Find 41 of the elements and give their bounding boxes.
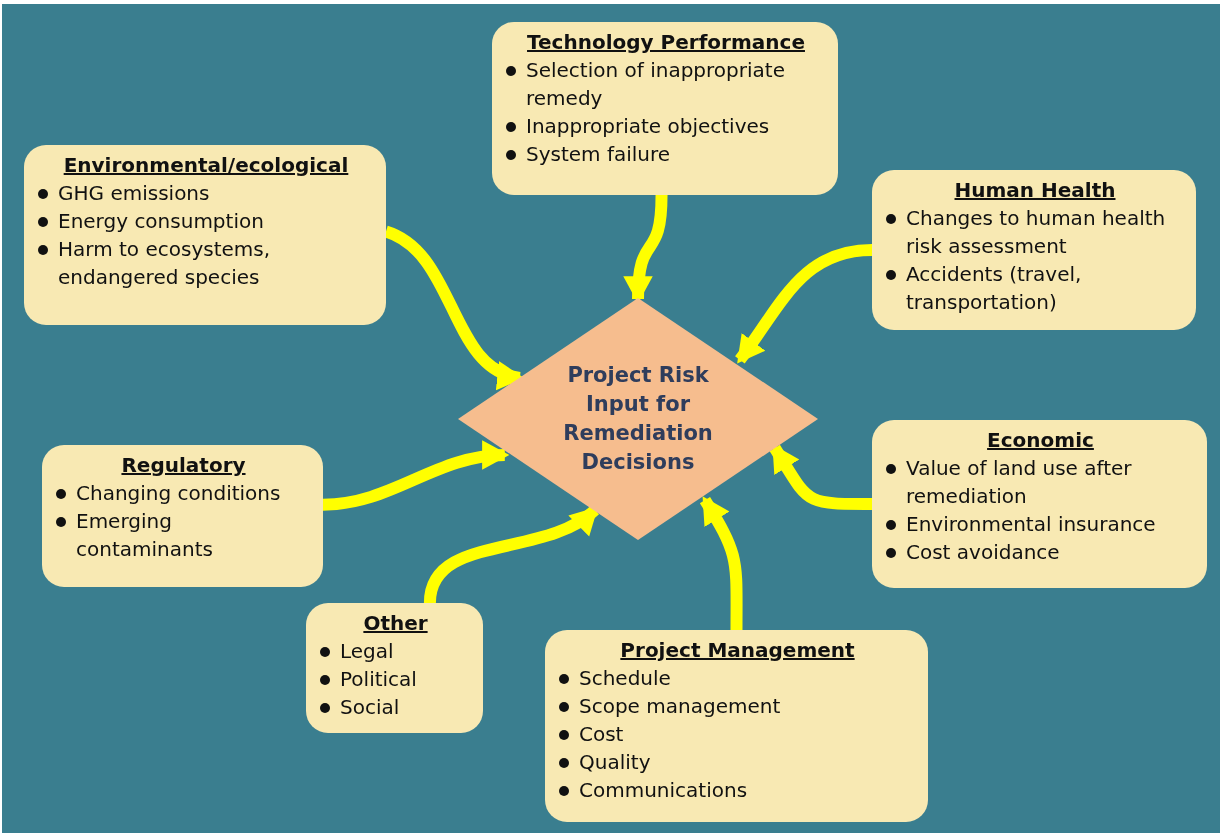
bullet-item: GHG emissions [58, 180, 211, 207]
bullet-item: Emerging contaminants [76, 508, 214, 563]
bullet-item: System failure [526, 141, 672, 168]
category-card [492, 22, 838, 195]
bullet-item: Selection of inappropriate remedy [526, 57, 786, 112]
bullet-item: Schedule [579, 665, 672, 692]
bullet-item: Energy consumption [58, 208, 265, 235]
card-heading: Technology Performance [526, 29, 806, 56]
bullet-item: Political [340, 666, 418, 693]
bullet-item: Cost avoidance [906, 539, 1061, 566]
diamond-label: Project Risk Input for Remediation Decisions [562, 362, 714, 476]
card-heading: Economic [986, 427, 1095, 454]
arrow [769, 444, 873, 510]
bullet-item: Communications [579, 777, 749, 804]
category-card [872, 420, 1207, 588]
bullet-item: Cost [579, 721, 625, 748]
bullet-item: Scope management [579, 693, 782, 720]
bullet-item: Accidents (travel, transportation) [906, 261, 1083, 316]
bullet-item: Social [340, 694, 401, 721]
bullet-item: Changing conditions [76, 480, 282, 507]
category-card [306, 603, 483, 733]
card-heading: Other [362, 610, 429, 637]
bullet-item: Environmental insurance [906, 511, 1157, 538]
bullet-item: Harm to ecosystems, endangered species [58, 236, 272, 291]
decision-diamond [458, 298, 818, 540]
bullet-item: Legal [340, 638, 395, 665]
card-heading: Human Health [953, 177, 1117, 204]
arrow [735, 244, 873, 364]
bullet-item: Quality [579, 749, 652, 776]
category-card [24, 145, 386, 325]
bullet-item: Inappropriate objectives [526, 113, 771, 140]
card-heading: Regulatory [120, 452, 247, 479]
bullet-item: Changes to human health risk assessment [906, 205, 1167, 260]
bullet-item: Value of land use after remediation [906, 455, 1133, 510]
arrow [322, 441, 510, 511]
category-card [545, 630, 928, 822]
arrow [699, 496, 743, 631]
category-card [42, 445, 323, 587]
category-card [872, 170, 1196, 330]
card-heading: Environmental/ecological [62, 152, 350, 179]
card-heading: Project Management [619, 637, 856, 664]
